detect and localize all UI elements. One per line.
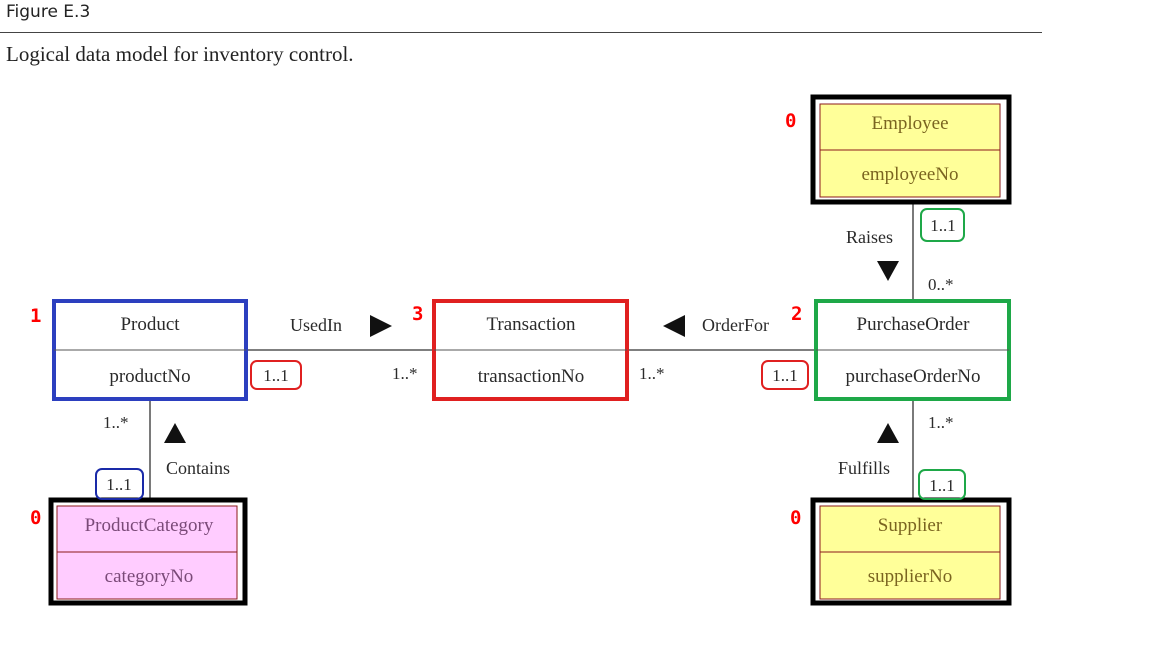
marker-transaction: 3 bbox=[412, 303, 423, 325]
multiplicity-box bbox=[95, 468, 144, 500]
relationship-orderfor-label: OrderFor bbox=[702, 315, 769, 335]
entity-name: Product bbox=[120, 314, 180, 335]
entity-supplier: Supplier supplierNo bbox=[810, 497, 1012, 606]
entity-purchase-order: PurchaseOrder purchaseOrderNo bbox=[814, 299, 1011, 401]
relationship-raises-label: Raises bbox=[846, 227, 893, 247]
entity-name: PurchaseOrder bbox=[857, 314, 971, 335]
marker-purchase-order: 2 bbox=[791, 303, 802, 325]
entity-product: Product productNo bbox=[52, 299, 248, 401]
entity-key: employeeNo bbox=[861, 164, 958, 185]
figure-caption: Logical data model for inventory control… bbox=[6, 42, 354, 66]
multiplicity-orderfor-transaction: 1..* bbox=[639, 364, 665, 383]
multiplicity-usedin-product: 1..1 bbox=[263, 366, 289, 385]
arrow-left-icon bbox=[663, 315, 685, 337]
arrow-right-icon bbox=[370, 315, 392, 337]
marker-supplier: 0 bbox=[790, 507, 801, 529]
marker-employee: 0 bbox=[785, 110, 796, 132]
multiplicity-raises-employee: 1..1 bbox=[930, 216, 956, 235]
entity-name: Employee bbox=[871, 113, 948, 134]
marker-product: 1 bbox=[30, 305, 41, 327]
multiplicity-contains-category: 1..1 bbox=[106, 475, 132, 494]
multiplicity-usedin-transaction: 1..* bbox=[392, 364, 418, 383]
multiplicity-box bbox=[761, 360, 809, 390]
arrow-up-icon bbox=[877, 423, 899, 443]
entity-key: categoryNo bbox=[105, 566, 194, 587]
multiplicity-fulfills-order: 1..* bbox=[928, 413, 954, 432]
entity-product-category: ProductCategory categoryNo bbox=[48, 497, 248, 606]
arrow-up-icon bbox=[164, 423, 186, 443]
multiplicity-box bbox=[918, 469, 966, 500]
multiplicity-orderfor-order: 1..1 bbox=[772, 366, 798, 385]
entity-name: ProductCategory bbox=[85, 515, 214, 536]
entity-key: purchaseOrderNo bbox=[845, 366, 980, 387]
multiplicity-raises-order: 0..* bbox=[928, 275, 954, 294]
figure-label: Figure E.3 bbox=[6, 2, 91, 22]
relationship-contains-label: Contains bbox=[166, 458, 230, 478]
entity-name: Transaction bbox=[486, 314, 576, 335]
relationship-fulfills-label: Fulfills bbox=[838, 458, 890, 478]
entity-name: Supplier bbox=[878, 515, 943, 536]
marker-product-category: 0 bbox=[30, 507, 41, 529]
arrow-down-icon bbox=[877, 261, 899, 281]
entity-employee: Employee employeeNo bbox=[810, 94, 1012, 205]
entity-key: productNo bbox=[109, 366, 190, 387]
multiplicity-box bbox=[250, 360, 302, 390]
entity-transaction: Transaction transactionNo bbox=[432, 299, 629, 401]
entity-key: supplierNo bbox=[868, 566, 952, 587]
relationship-usedin-label: UsedIn bbox=[290, 315, 342, 335]
figure-divider bbox=[0, 32, 1042, 33]
entity-key: transactionNo bbox=[478, 366, 585, 387]
multiplicity-box bbox=[920, 208, 965, 242]
multiplicity-fulfills-supplier: 1..1 bbox=[929, 476, 955, 495]
multiplicity-contains-product: 1..* bbox=[103, 413, 129, 432]
